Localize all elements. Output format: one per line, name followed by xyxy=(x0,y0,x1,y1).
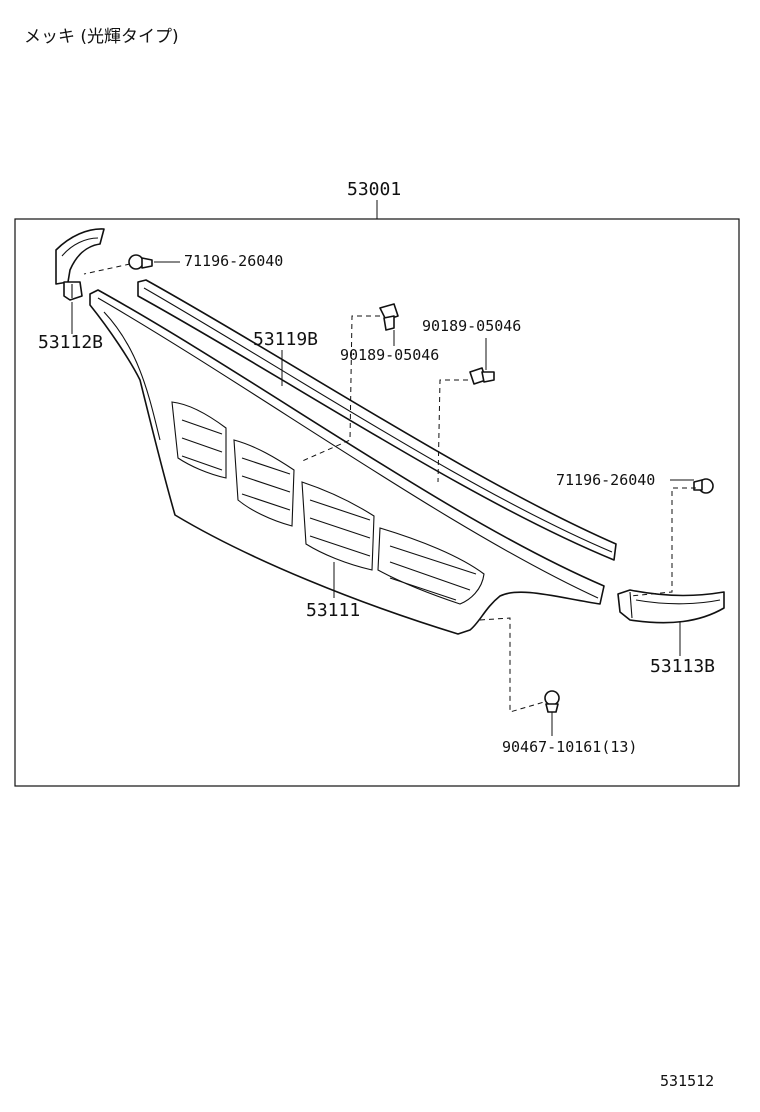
clip-right-fastener[interactable] xyxy=(693,478,714,494)
header-note: メッキ (光輝タイプ) xyxy=(24,27,179,47)
callout-bracket-right[interactable]: 53113B xyxy=(650,656,715,677)
screw-lower-fastener[interactable] xyxy=(469,367,495,385)
clip-bottom-dash xyxy=(479,617,545,713)
screw-lower-dash xyxy=(437,379,468,483)
assembly-number[interactable]: 53001 xyxy=(347,179,401,200)
grille-part[interactable] xyxy=(89,289,605,635)
molding-part[interactable] xyxy=(137,279,617,561)
callout-clip-left[interactable]: 71196-26040 xyxy=(184,252,283,270)
callout-bracket-left[interactable]: 53112B xyxy=(38,332,103,353)
bracket-right-part[interactable] xyxy=(617,589,725,624)
clip-left-dash xyxy=(83,263,131,275)
diagram-code: 531512 xyxy=(660,1072,714,1090)
bracket-left-part[interactable] xyxy=(55,228,105,301)
screw-upper-fastener[interactable] xyxy=(379,303,399,331)
assembly-frame xyxy=(14,218,740,787)
callout-clip-bottom[interactable]: 90467-10161(13) xyxy=(502,738,637,756)
callout-screw-lower[interactable]: 90189-05046 xyxy=(340,346,439,364)
clip-bottom-fastener[interactable] xyxy=(544,690,560,713)
screw-upper-dash xyxy=(299,315,380,463)
callout-screw-upper[interactable]: 90189-05046 xyxy=(422,317,521,335)
callout-clip-right[interactable]: 71196-26040 xyxy=(556,471,655,489)
callout-molding[interactable]: 53119B xyxy=(253,329,318,350)
clip-left-fastener[interactable] xyxy=(128,254,153,270)
clip-right-dash xyxy=(629,487,696,597)
callout-grille[interactable]: 53111 xyxy=(306,600,360,621)
